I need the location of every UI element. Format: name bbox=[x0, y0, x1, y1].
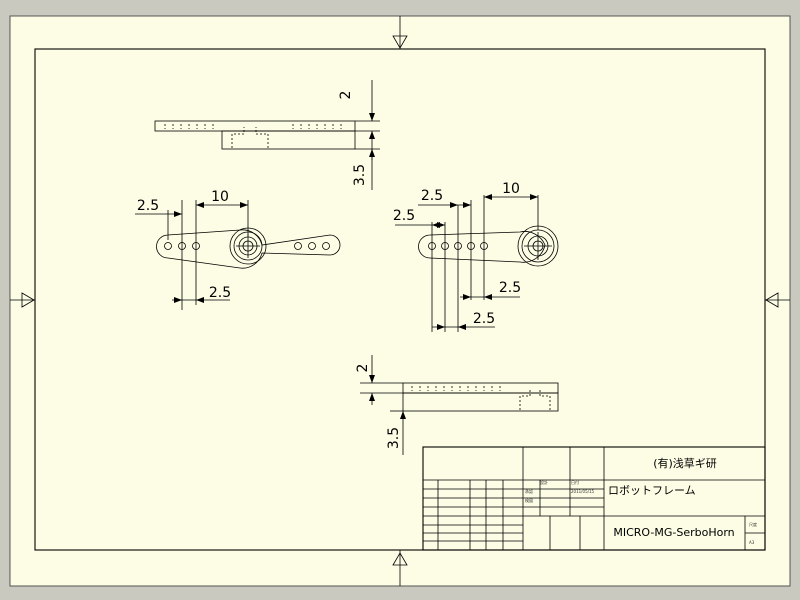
arrow-right-icon bbox=[765, 292, 790, 308]
tb-label-scale: 尺度 bbox=[749, 521, 757, 527]
tb-label-date: 日付 bbox=[571, 479, 579, 485]
dim-bottom-2: 2 bbox=[355, 364, 371, 373]
dim-horn-left-2.5-top: 2.5 bbox=[137, 198, 159, 214]
dim-horn-left-10: 10 bbox=[211, 189, 229, 205]
side-view-top bbox=[154, 80, 380, 190]
servo-horn-left bbox=[135, 200, 341, 310]
dim-horn-right-2.5-a: 2.5 bbox=[421, 188, 443, 204]
arrow-left-icon bbox=[10, 292, 35, 308]
dim-horn-right-2.5-d: 2.5 bbox=[473, 311, 495, 327]
servo-horn-right bbox=[395, 194, 559, 332]
tb-label-approve: 承認 bbox=[525, 488, 533, 494]
dim-horn-right-2.5-b: 2.5 bbox=[393, 208, 415, 224]
tb-label-size: A3 bbox=[749, 540, 755, 545]
tb-label-design: 設計 bbox=[540, 479, 548, 485]
drawing-number: MICRO-MG-SerboHorn bbox=[613, 526, 734, 539]
dim-horn-right-10: 10 bbox=[502, 181, 520, 197]
arrow-bottom-icon bbox=[392, 550, 408, 586]
paper bbox=[9, 15, 791, 587]
tb-label-date-value: 2011/05/15 bbox=[571, 489, 595, 494]
company-name: (有)浅草ギ研 bbox=[653, 456, 717, 470]
dim-bottom-3.5: 3.5 bbox=[386, 427, 402, 449]
dim-horn-left-2.5-bottom: 2.5 bbox=[209, 285, 231, 301]
dim-top-3.5: 3.5 bbox=[352, 164, 368, 186]
dim-horn-right-2.5-c: 2.5 bbox=[499, 280, 521, 296]
dim-top-2: 2 bbox=[338, 91, 354, 100]
tb-label-check: 検図 bbox=[525, 497, 533, 503]
side-view-bottom bbox=[360, 355, 559, 455]
arrow-top-icon bbox=[392, 16, 408, 49]
title-block: 設計 日付 承認 2011/05/15 検図 尺度 A3 (有)浅草ギ研 ロボッ… bbox=[422, 446, 766, 551]
part-name: ロボットフレーム bbox=[608, 484, 696, 497]
